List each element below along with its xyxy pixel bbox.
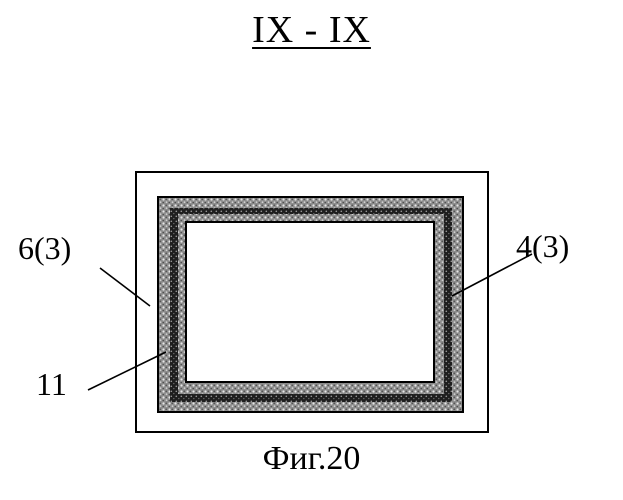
label-outer-element: 6(3) (18, 230, 71, 267)
label-middle-element: 4(3) (516, 228, 569, 265)
label-inner-ring: 11 (36, 366, 67, 403)
figure-caption: Фиг.20 (0, 440, 623, 478)
inner-opening (186, 222, 434, 382)
